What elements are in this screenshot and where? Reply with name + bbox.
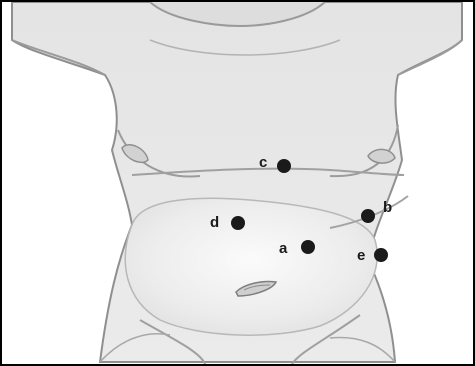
marker-c-label: c — [259, 154, 267, 171]
marker-e-dot — [374, 248, 388, 262]
marker-d-label: d — [210, 214, 219, 231]
marker-a-dot — [301, 240, 315, 254]
marker-c-dot — [277, 159, 291, 173]
marker-d-dot — [231, 216, 245, 230]
marker-e-label: e — [357, 247, 365, 264]
marker-b-label: b — [383, 199, 392, 216]
belly — [125, 198, 377, 335]
marker-a-label: a — [279, 240, 288, 257]
marker-b-dot — [361, 209, 375, 223]
right-nipple — [368, 149, 395, 163]
